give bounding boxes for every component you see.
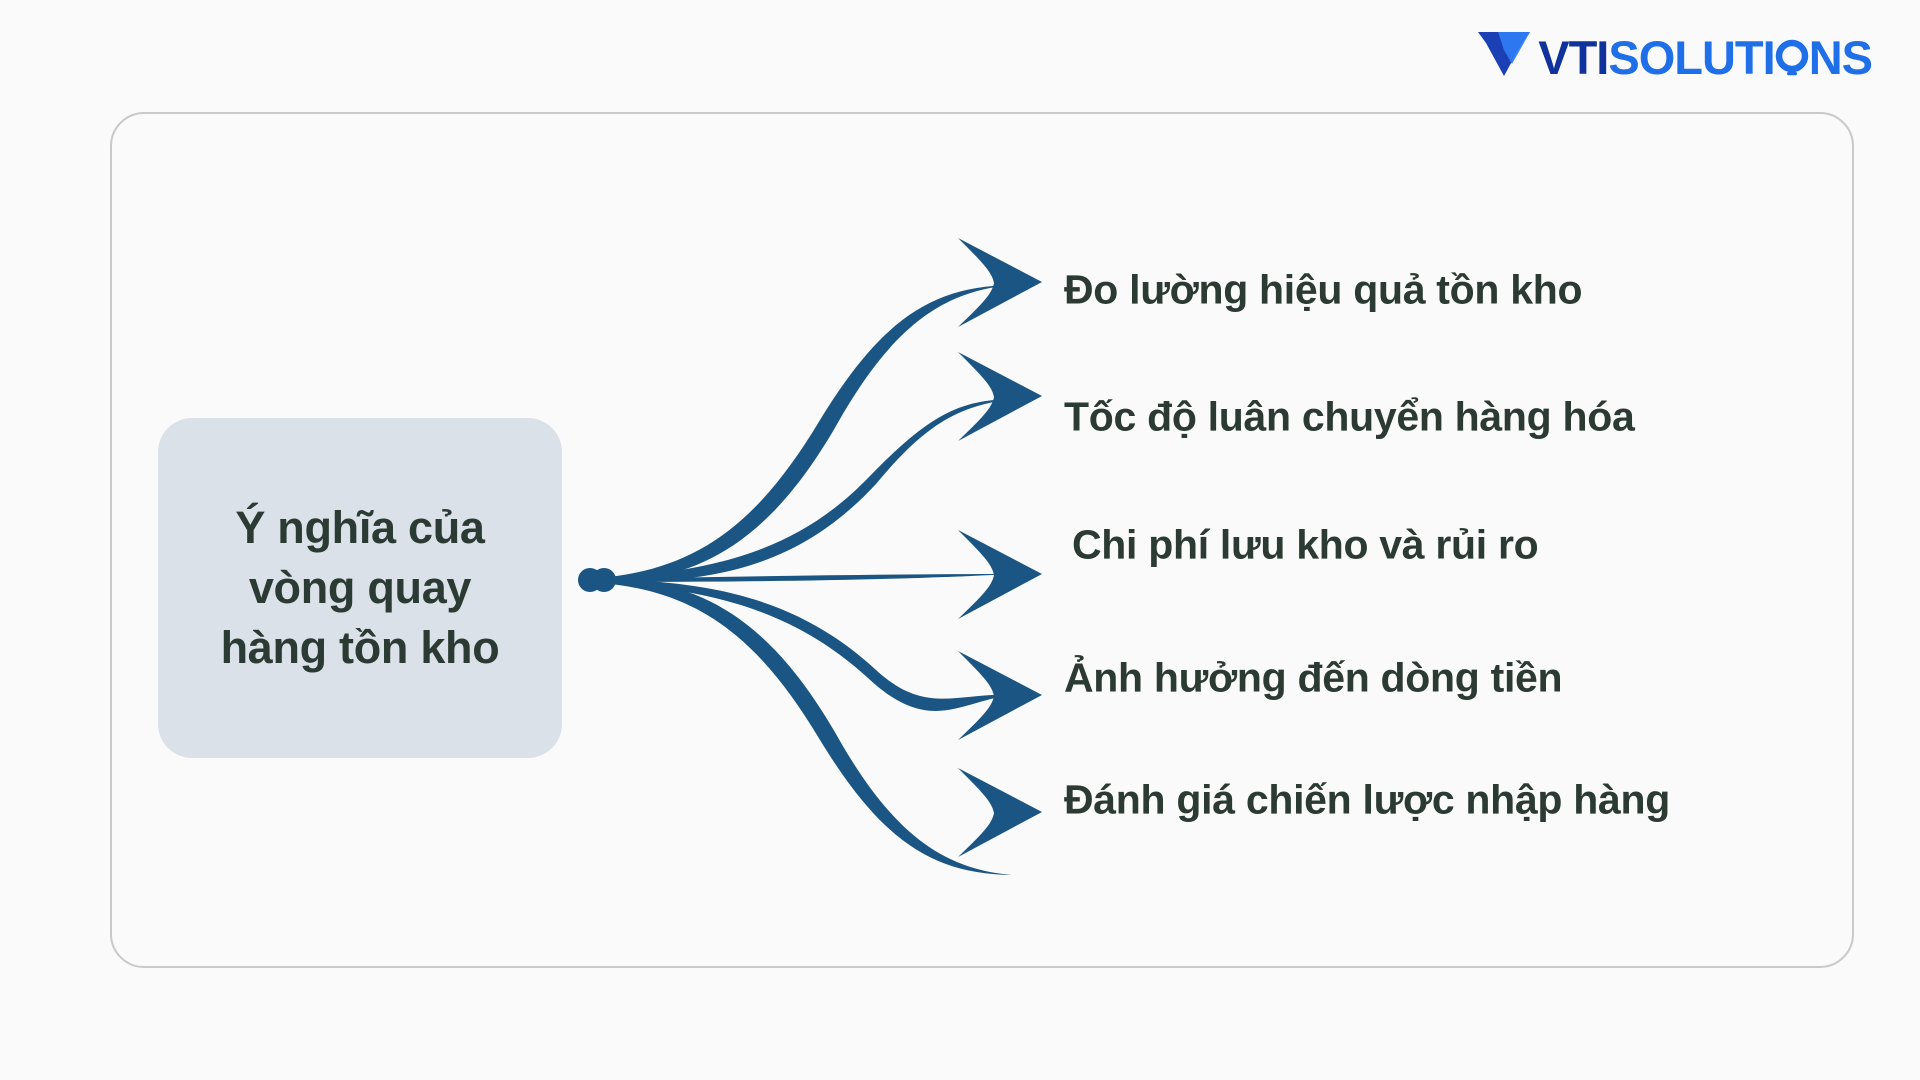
branch-label-1: Đo lường hiệu quả tồn kho (1064, 266, 1583, 313)
brand-wordmark-vti: VTI (1538, 30, 1609, 84)
branch-label-4: Ảnh hưởng đến dòng tiền (1064, 654, 1563, 701)
vti-v-mark-icon (1478, 30, 1536, 78)
center-node-title: Ý nghĩa của vòng quay hàng tồn kho (220, 502, 500, 673)
branch-label-3: Chi phí lưu kho và rủi ro (1072, 521, 1539, 568)
branch-label-2: Tốc độ luân chuyển hàng hóa (1064, 393, 1635, 440)
brand-logo: VTI SOLUTI NS (1478, 22, 1873, 86)
brand-wordmark-solutions-a: SOLUTI (1608, 30, 1775, 84)
brand-wordmark-solutions-b: NS (1808, 30, 1873, 84)
branch-label-5: Đánh giá chiến lược nhập hàng (1064, 776, 1670, 823)
lightbulb-icon (1775, 28, 1809, 75)
brand-wordmark: VTI SOLUTI NS (1538, 28, 1873, 84)
center-node: Ý nghĩa của vòng quay hàng tồn kho (158, 418, 562, 758)
